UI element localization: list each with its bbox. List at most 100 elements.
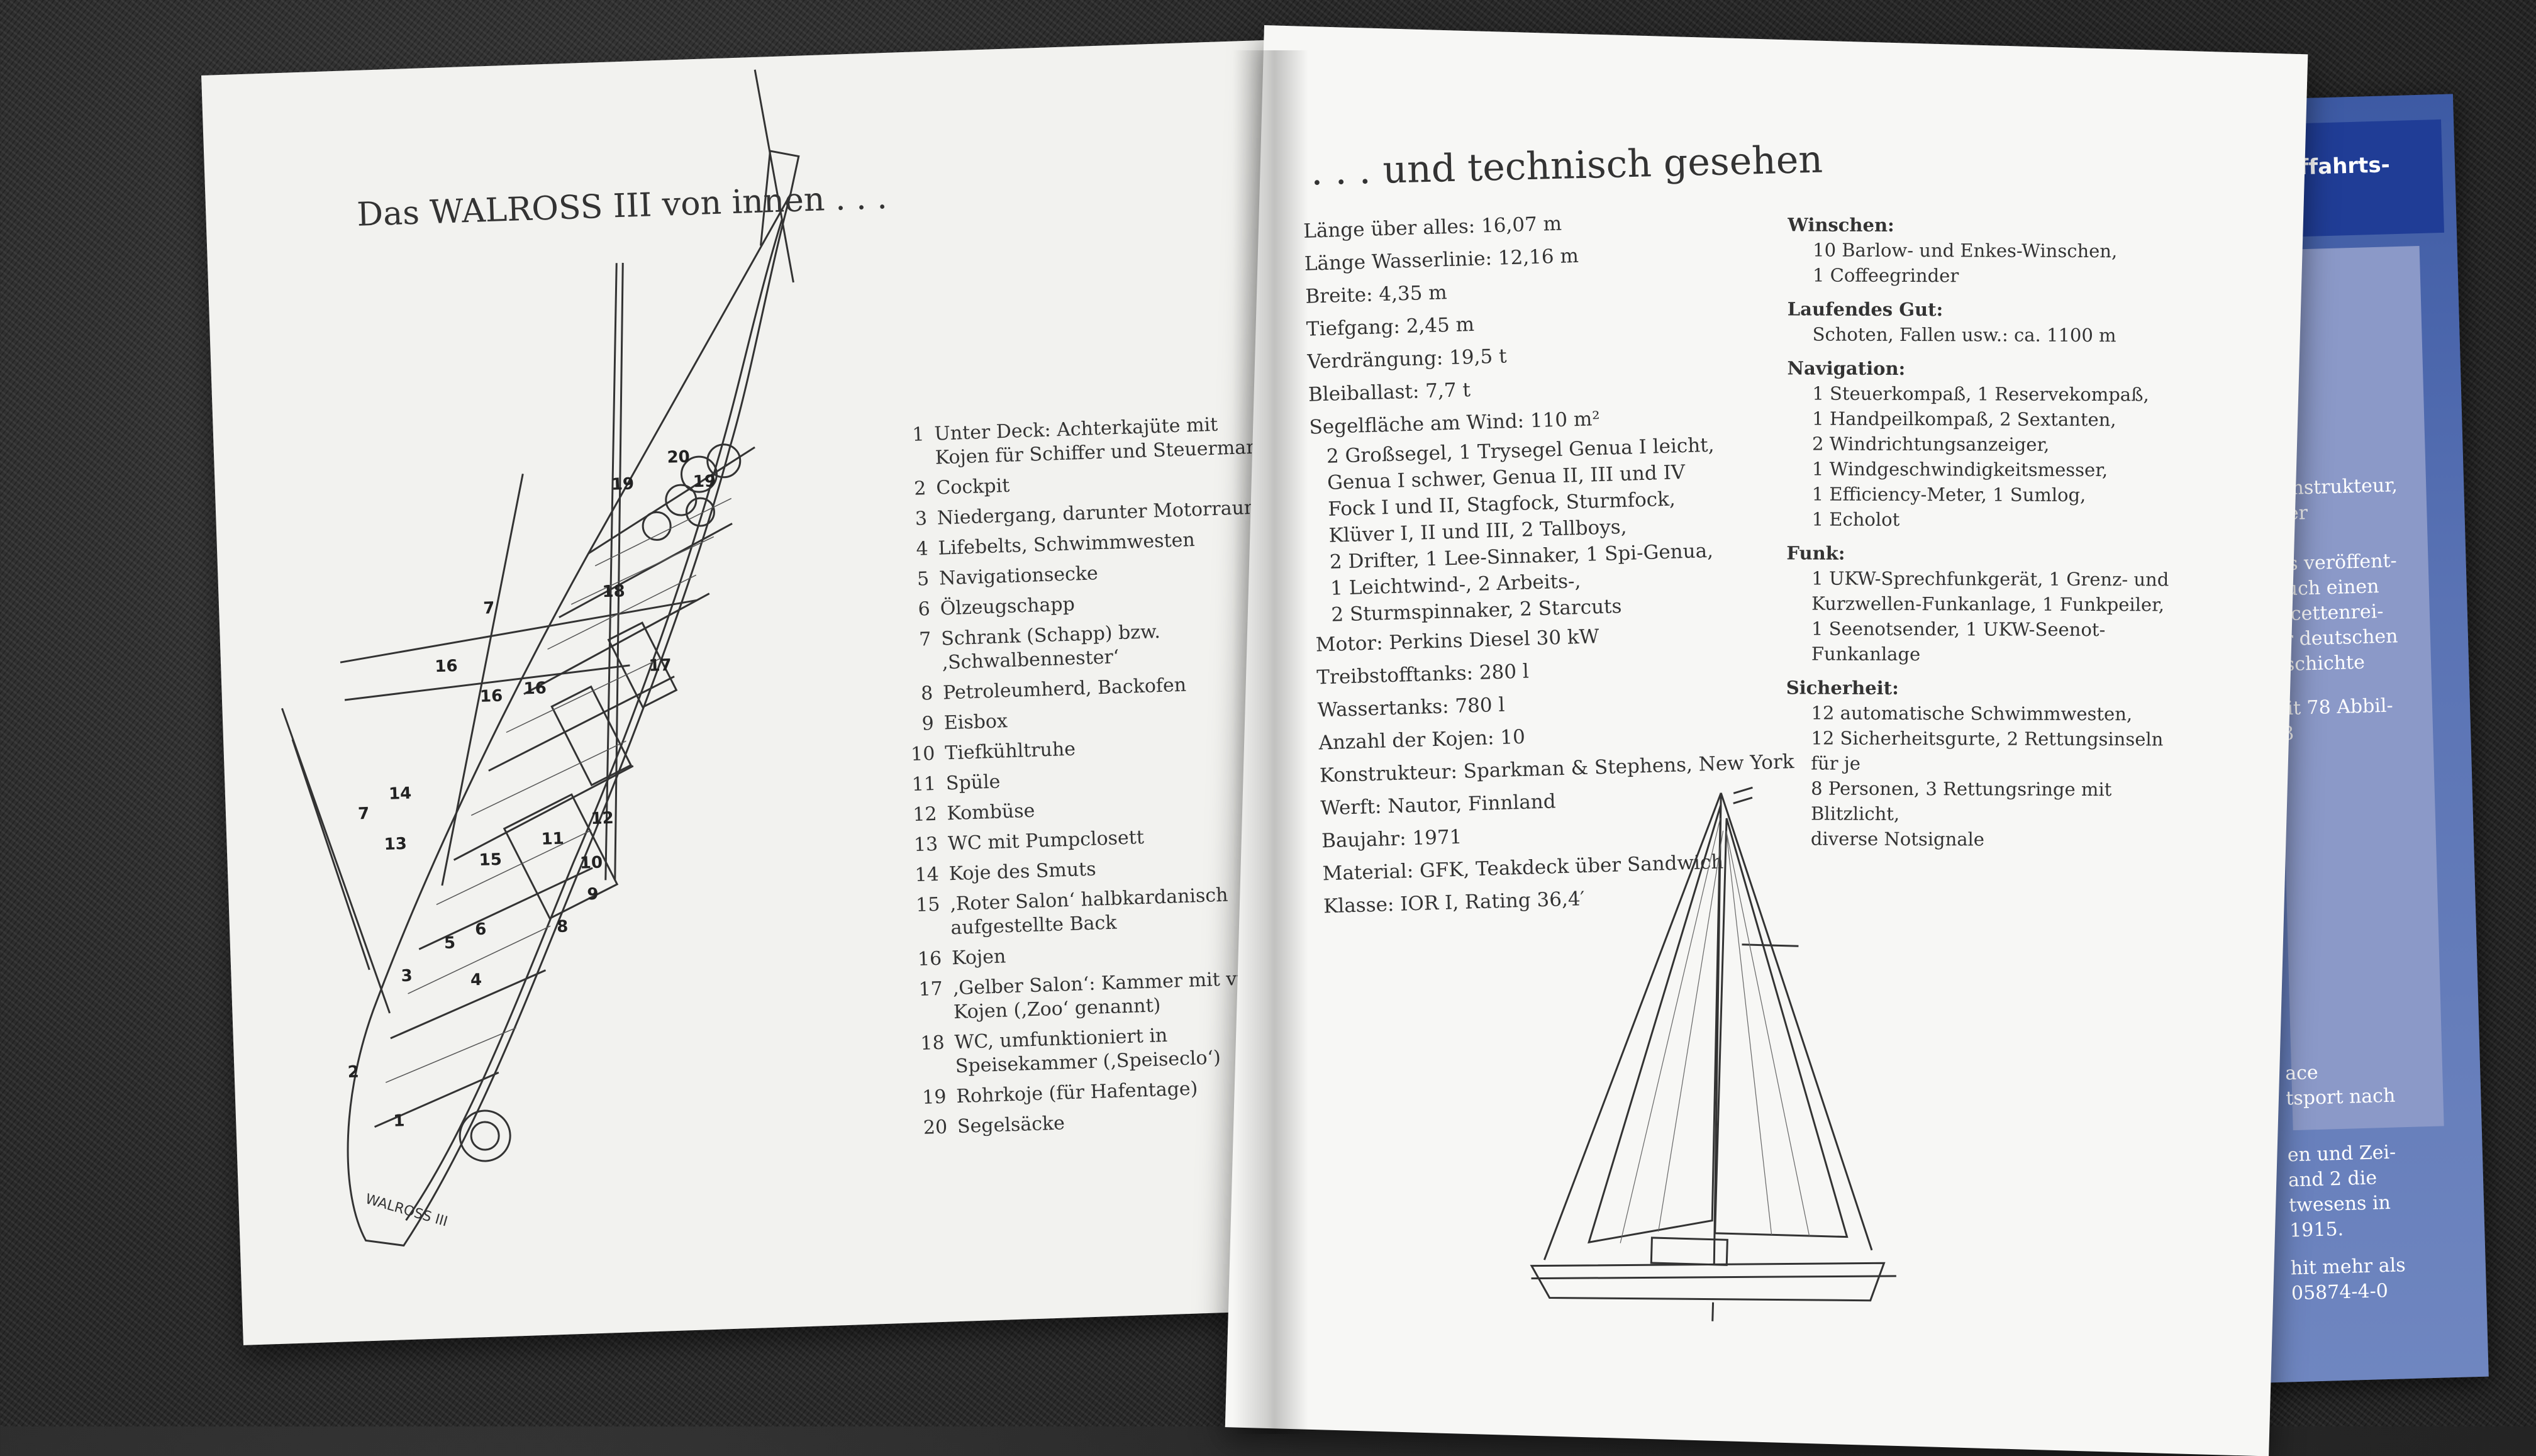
equipment-item: 1 Steuerkompaß, 1 Reservekompaß, bbox=[1812, 382, 2149, 406]
equipment-heading: Funk: bbox=[1786, 542, 1845, 564]
spec-label: Bleiballast: bbox=[1308, 380, 1426, 406]
spec-label: Motor: bbox=[1315, 631, 1390, 657]
legend-text: Spüle bbox=[945, 770, 1001, 795]
sail-inventory: 2 Großsegel, 1 Trysegel Genua I leicht,G… bbox=[1310, 430, 1805, 629]
legend-number: 1 bbox=[911, 423, 925, 446]
equipment-item: 1 Handpeilkompaß, 2 Sextanten, bbox=[1812, 408, 2116, 431]
drawing-callout-number: 7 bbox=[483, 599, 495, 618]
legend-number: 18 bbox=[920, 1031, 945, 1055]
equipment-item: 1 Efficiency-Meter, 1 Sumlog, bbox=[1811, 483, 2086, 506]
jacket-text-snippet: 05874-4-0 bbox=[2291, 1280, 2389, 1305]
legend-number: 6 bbox=[918, 598, 931, 621]
legend-number: 17 bbox=[918, 977, 943, 1001]
equipment-item: 12 automatische Schwimmwesten, bbox=[1811, 702, 2133, 725]
legend-number: 12 bbox=[912, 803, 938, 826]
drawing-callout-number: 20 bbox=[667, 448, 690, 467]
spec-label: Tiefgang: bbox=[1306, 315, 1407, 341]
legend-text: Navigationsecke bbox=[938, 562, 1099, 590]
drawing-hatching bbox=[385, 497, 732, 1083]
spec-value: 280 l bbox=[1479, 660, 1530, 684]
legend-number: 15 bbox=[915, 893, 940, 917]
jacket-text-snippet: 1915. bbox=[2289, 1218, 2344, 1242]
legend-number: 5 bbox=[916, 568, 930, 591]
equipment-item: 12 Sicherheitsgurte, 2 Rettungsinseln fü… bbox=[1811, 727, 2164, 774]
equipment-item: 2 Windrichtungsanzeiger, bbox=[1812, 433, 2050, 455]
drawing-callout-number: 19 bbox=[611, 475, 634, 494]
drawing-callout-number: 17 bbox=[648, 656, 672, 675]
spec-label: Material: bbox=[1322, 859, 1420, 886]
spec-value: 1971 bbox=[1411, 825, 1462, 850]
equipment-item: 1 Windgeschwindigkeitsmesser, bbox=[1811, 458, 2108, 481]
jacket-text-snippet: ace bbox=[2284, 1061, 2319, 1085]
spec-value: 10 bbox=[1499, 725, 1526, 749]
legend-item: 13 WC mit Pumpclosett bbox=[894, 821, 1284, 859]
hull-outline bbox=[281, 69, 800, 1247]
drawing-callout-number: 12 bbox=[591, 809, 614, 828]
equipment-heading: Winschen: bbox=[1788, 214, 1894, 236]
spec-value: 2,45 m bbox=[1406, 313, 1475, 338]
drawing-callout-number: 16 bbox=[523, 679, 547, 698]
drawing-callout-number: 4 bbox=[470, 970, 482, 990]
legend-number: 11 bbox=[911, 772, 937, 796]
legend-text: Lifebelts, Schwimmwesten bbox=[937, 529, 1196, 560]
spec-value: 7,7 t bbox=[1425, 379, 1471, 403]
equipment-heading: Sicherheit: bbox=[1786, 677, 1899, 699]
equipment-item: 1 UKW-Sprechfunkgerät, 1 Grenz- und bbox=[1811, 567, 2169, 591]
drawing-callout-number: 13 bbox=[384, 835, 407, 854]
left-page: Das WALROSS III von innen . . . bbox=[201, 40, 1313, 1345]
legend-number: 13 bbox=[913, 833, 938, 857]
spec-value: 12,16 m bbox=[1498, 244, 1579, 270]
jacket-text-snippet: twesens in bbox=[2288, 1191, 2391, 1217]
spec-value: 19,5 t bbox=[1449, 345, 1508, 370]
drawing-callout-number: 6 bbox=[475, 920, 487, 940]
spec-value: 780 l bbox=[1454, 693, 1505, 718]
spec-label: Verdrängung: bbox=[1307, 347, 1450, 374]
legend-text: Koje des Smuts bbox=[948, 858, 1097, 886]
equipment-heading: Laufendes Gut: bbox=[1787, 298, 1944, 321]
drawing-callout-number: 15 bbox=[479, 850, 502, 870]
legend-text: Tiefkühltruhe bbox=[944, 738, 1076, 765]
jacket-text-snippet: hit mehr als bbox=[2290, 1254, 2406, 1280]
spec-label: Wassertanks: bbox=[1317, 695, 1455, 722]
right-page: . . . und technisch gesehen Länge über a… bbox=[1225, 25, 2308, 1456]
legend-number: 20 bbox=[923, 1116, 948, 1139]
drawing-callout-number: 10 bbox=[579, 853, 603, 873]
spec-label: Anzahl der Kojen: bbox=[1318, 726, 1501, 755]
spec-label: Konstrukteur: bbox=[1319, 760, 1464, 787]
equipment-heading: Navigation: bbox=[1787, 357, 1906, 380]
legend-text: Kombüse bbox=[946, 799, 1035, 825]
legend-number: 2 bbox=[913, 477, 926, 500]
equipment-item: Schoten, Fallen usw.: ca. 1100 m bbox=[1812, 323, 2116, 347]
jacket-text-snippet: hit 78 Abbil- bbox=[2274, 694, 2394, 720]
spec-label: Segelfläche am Wind: bbox=[1309, 409, 1531, 439]
jacket-text-snippet: tsport nach bbox=[2285, 1084, 2396, 1110]
legend-item: 11 Spüle bbox=[891, 761, 1282, 798]
legend-number: 19 bbox=[921, 1086, 947, 1109]
drawing-callout-number: 1 bbox=[393, 1111, 405, 1131]
drawing-callout-number: 3 bbox=[401, 967, 413, 986]
legend-number: 9 bbox=[921, 712, 935, 735]
spec-label: Länge über alles: bbox=[1303, 214, 1482, 243]
legend-text: WC mit Pumpclosett bbox=[947, 826, 1145, 855]
legend-text: Eisbox bbox=[943, 710, 1008, 735]
legend-text: ‚Roter Salon‘ halbkardanisch aufgestellt… bbox=[949, 884, 1228, 940]
legend-text: Ölzeugschapp bbox=[940, 593, 1076, 620]
drawing-callout-number: 14 bbox=[389, 784, 412, 804]
drawing-callout-number: 2 bbox=[347, 1063, 359, 1082]
spec-label: Länge Wasserlinie: bbox=[1304, 247, 1499, 275]
drawing-callout-number: 5 bbox=[443, 933, 455, 953]
legend-number: 3 bbox=[915, 508, 928, 530]
jacket-text-snippet: en und Zei- bbox=[2287, 1141, 2396, 1167]
equipment-item: Kurzwellen-Funkanlage, 1 Funkpeiler, bbox=[1811, 592, 2165, 616]
legend-item: 12 Kombüse bbox=[893, 791, 1283, 828]
drawing-callout-number: 11 bbox=[541, 830, 564, 849]
legend-item: 17‚Gelber Salon‘: Kammer mit vier Kojen … bbox=[898, 965, 1289, 1026]
legend-number: 7 bbox=[918, 628, 932, 651]
legend-number: 10 bbox=[910, 742, 935, 766]
